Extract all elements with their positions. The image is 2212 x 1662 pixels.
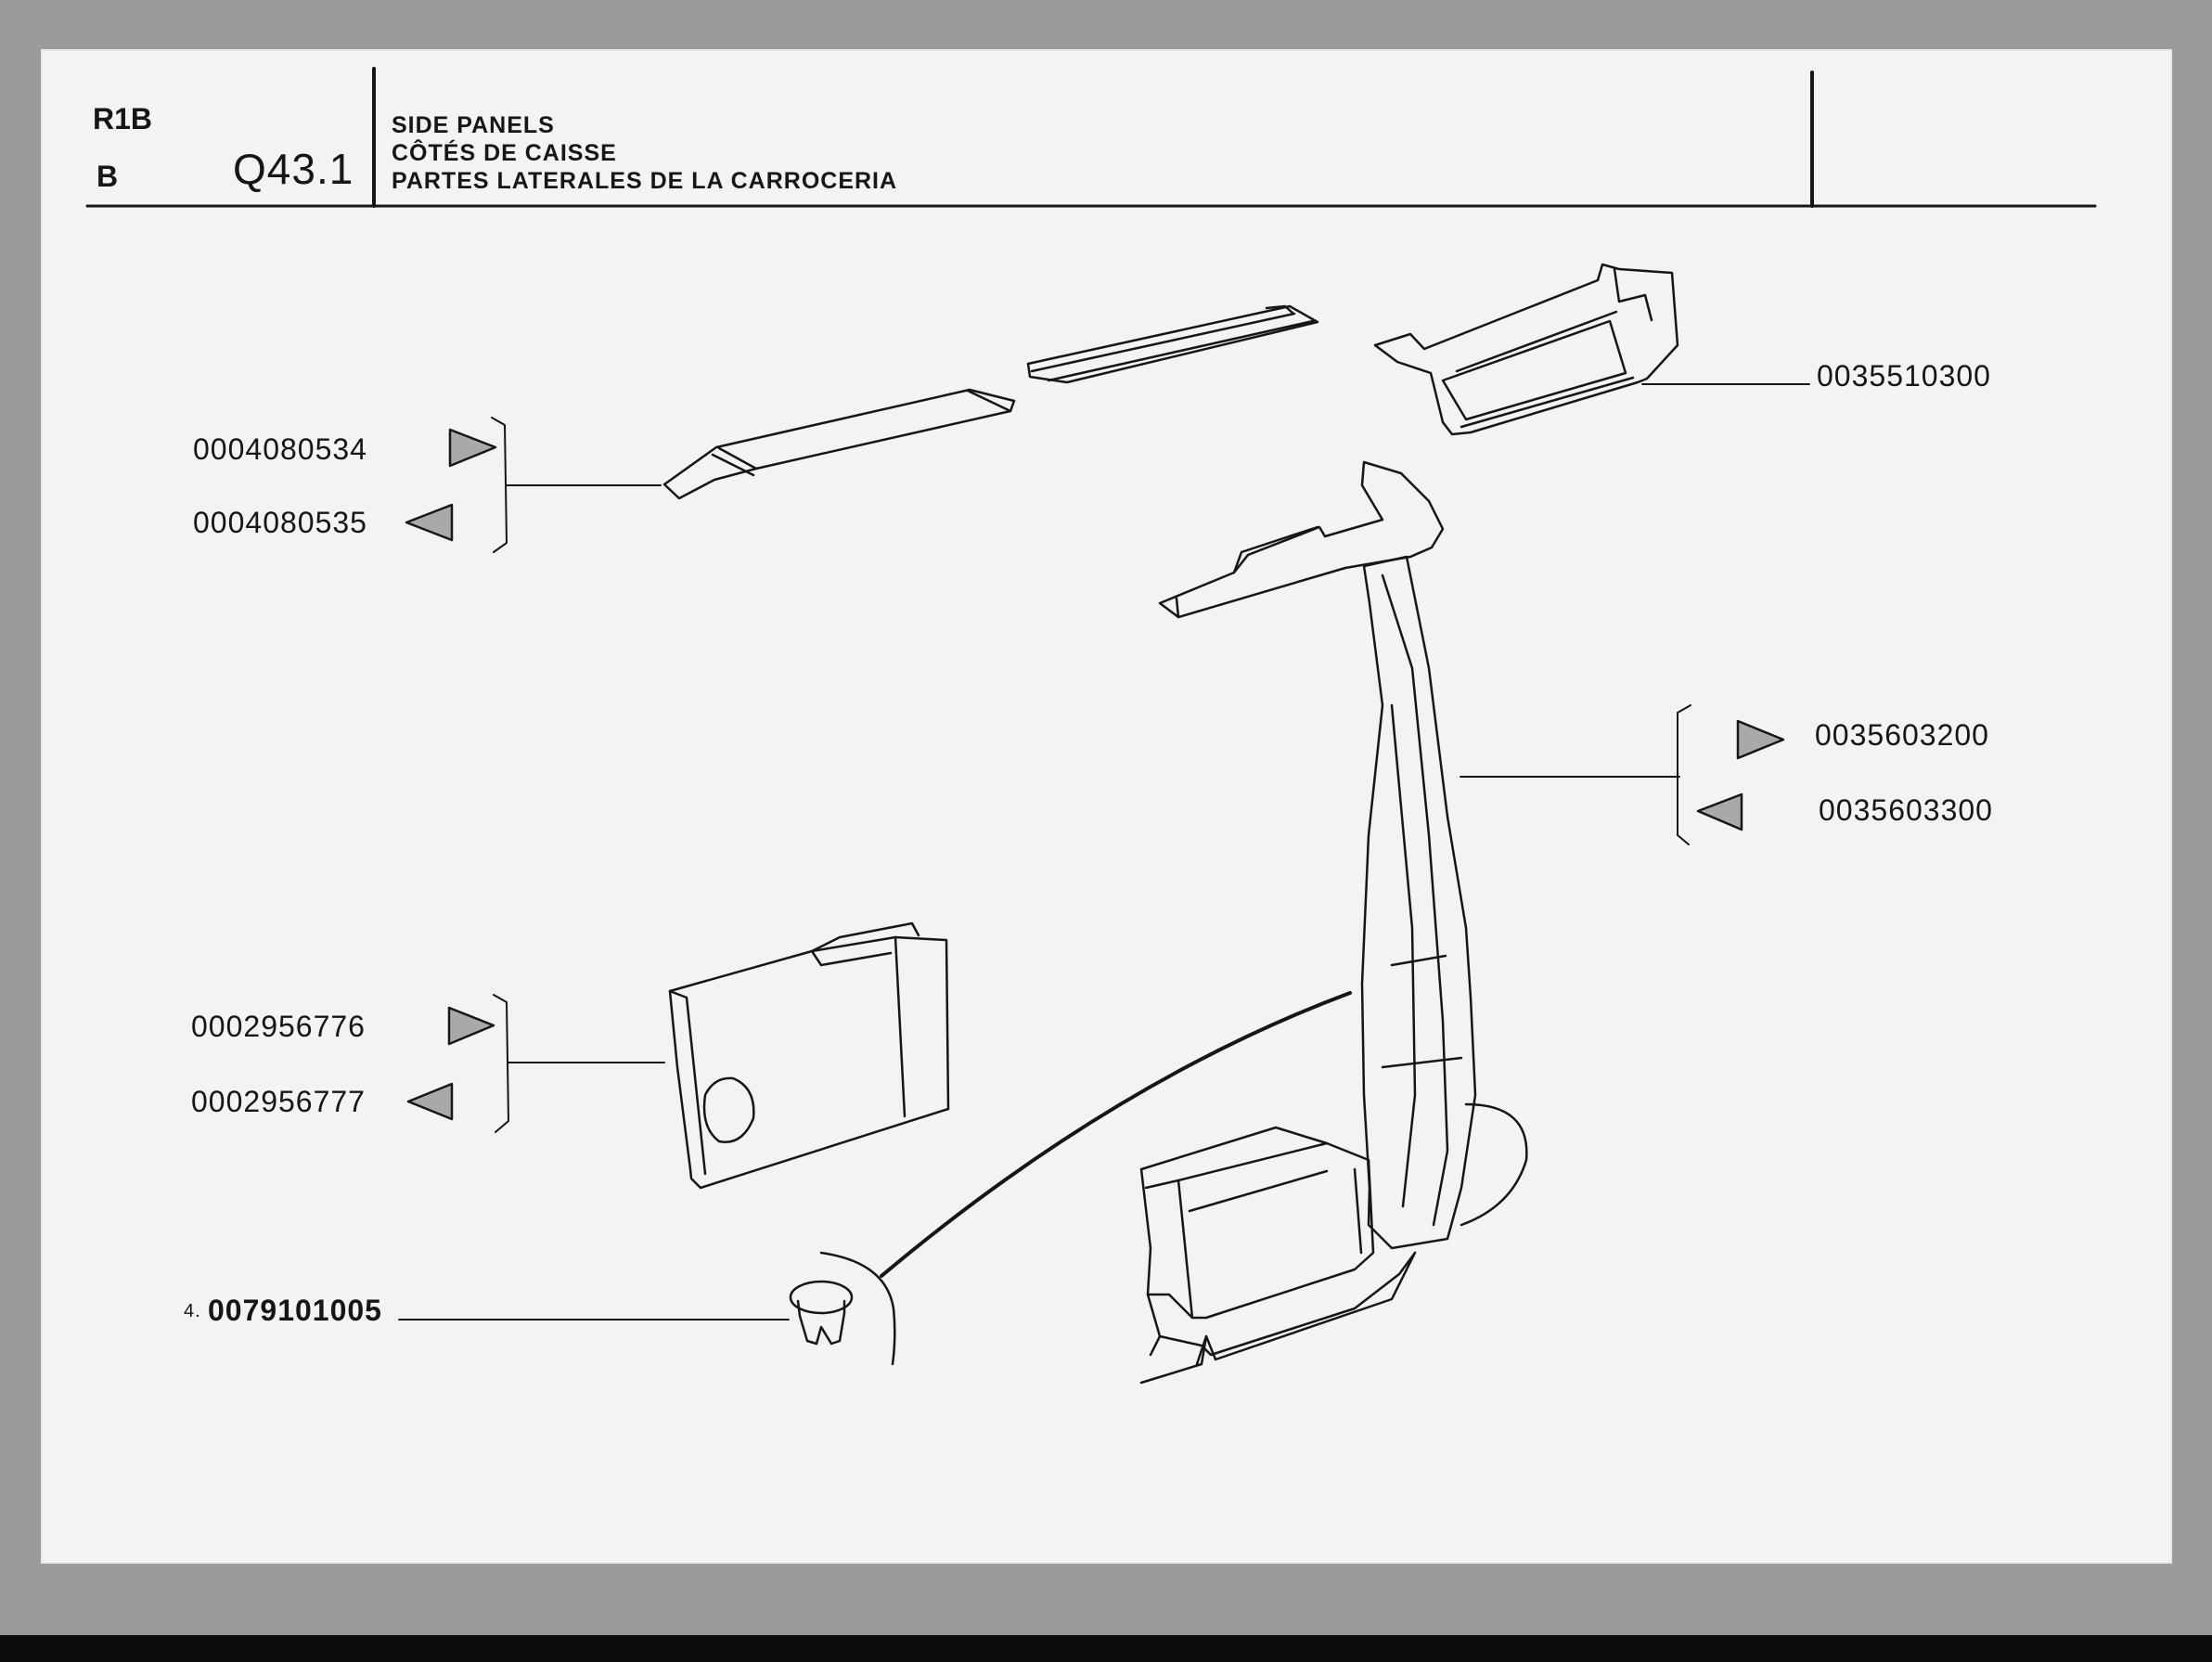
part-number-pillar-right: 0035603200	[1815, 718, 1989, 752]
title-english: SIDE PANELS	[392, 112, 555, 138]
leader-lines	[398, 383, 1810, 1321]
rear-bracket-drawing	[1373, 263, 1679, 436]
sill-drawing	[1139, 1126, 1417, 1385]
left-hand-arrow-icon	[406, 1082, 454, 1121]
right-hand-arrow-icon	[447, 1006, 495, 1046]
model-code: R1B	[93, 102, 153, 135]
right-hand-arrow-icon	[1736, 719, 1785, 760]
left-hand-arrow-icon	[1696, 792, 1743, 831]
variant-code: B	[96, 160, 119, 193]
page-reference: Q43.1	[233, 145, 354, 193]
part-number-roof-rail-right: 0004080534	[193, 432, 367, 466]
pillar-drawing	[1158, 460, 1528, 1250]
clip-quantity: 4.	[184, 1301, 201, 1321]
parts-catalogue-sheet	[43, 51, 2170, 1562]
part-number-pillar-left: 0035603300	[1819, 793, 1993, 827]
part-number-roof-rail-left: 0004080535	[193, 506, 367, 539]
clip-drawing	[789, 1251, 896, 1366]
inner-panel-drawing	[668, 921, 950, 1190]
title-french: CÔTÉS DE CAISSE	[392, 140, 617, 166]
part-number-inner-panel-left: 0002956777	[191, 1085, 366, 1118]
part-number-rear-bracket: 0035510300	[1817, 359, 1991, 393]
title-spanish: PARTES LATERALES DE LA CARROCERIA	[392, 168, 898, 194]
scanner-bottom-edge	[0, 1635, 2212, 1662]
left-hand-arrow-icon	[405, 503, 454, 542]
roof-rail-drawing	[662, 304, 1319, 500]
part-number-inner-panel-right: 0002956776	[191, 1010, 366, 1043]
part-number-clip: 0079101005	[208, 1294, 382, 1327]
right-hand-arrow-icon	[448, 428, 497, 468]
